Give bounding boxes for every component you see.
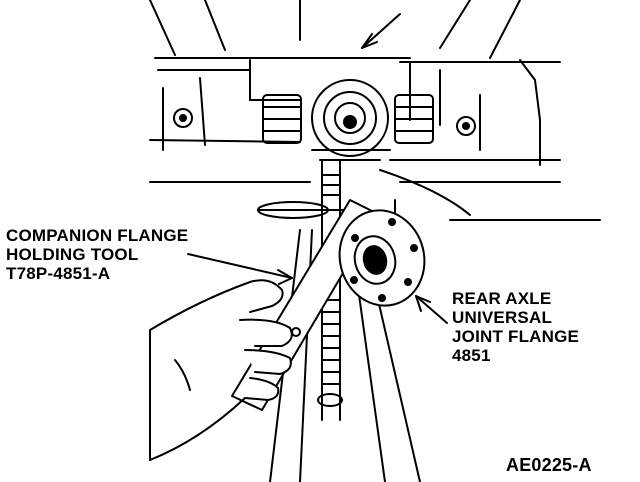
vehicle-underbody (149, 0, 601, 221)
tool-label-line-1: COMPANION FLANGE (6, 226, 189, 245)
hand (149, 279, 293, 461)
universal-joint-flange (338, 209, 426, 307)
tool-label-line-2: HOLDING TOOL (6, 245, 139, 264)
flange-label-line-3: JOINT FLANGE (452, 327, 580, 346)
figure-code: AE0225-A (506, 455, 592, 475)
tool-callout-label: COMPANION FLANGE HOLDING TOOL T78P-4851-… (6, 226, 188, 283)
flange-label-line-2: UNIVERSAL (452, 308, 553, 327)
flange-label-line-4: 4851 (452, 346, 491, 365)
spring-pad-assembly (262, 79, 434, 161)
leader-lines (187, 253, 448, 324)
flange-callout-label: REAR AXLE UNIVERSAL JOINT FLANGE 4851 (452, 289, 579, 365)
tool-label-line-3: T78P-4851-A (6, 264, 111, 283)
flange-label-line-1: REAR AXLE (452, 289, 552, 308)
